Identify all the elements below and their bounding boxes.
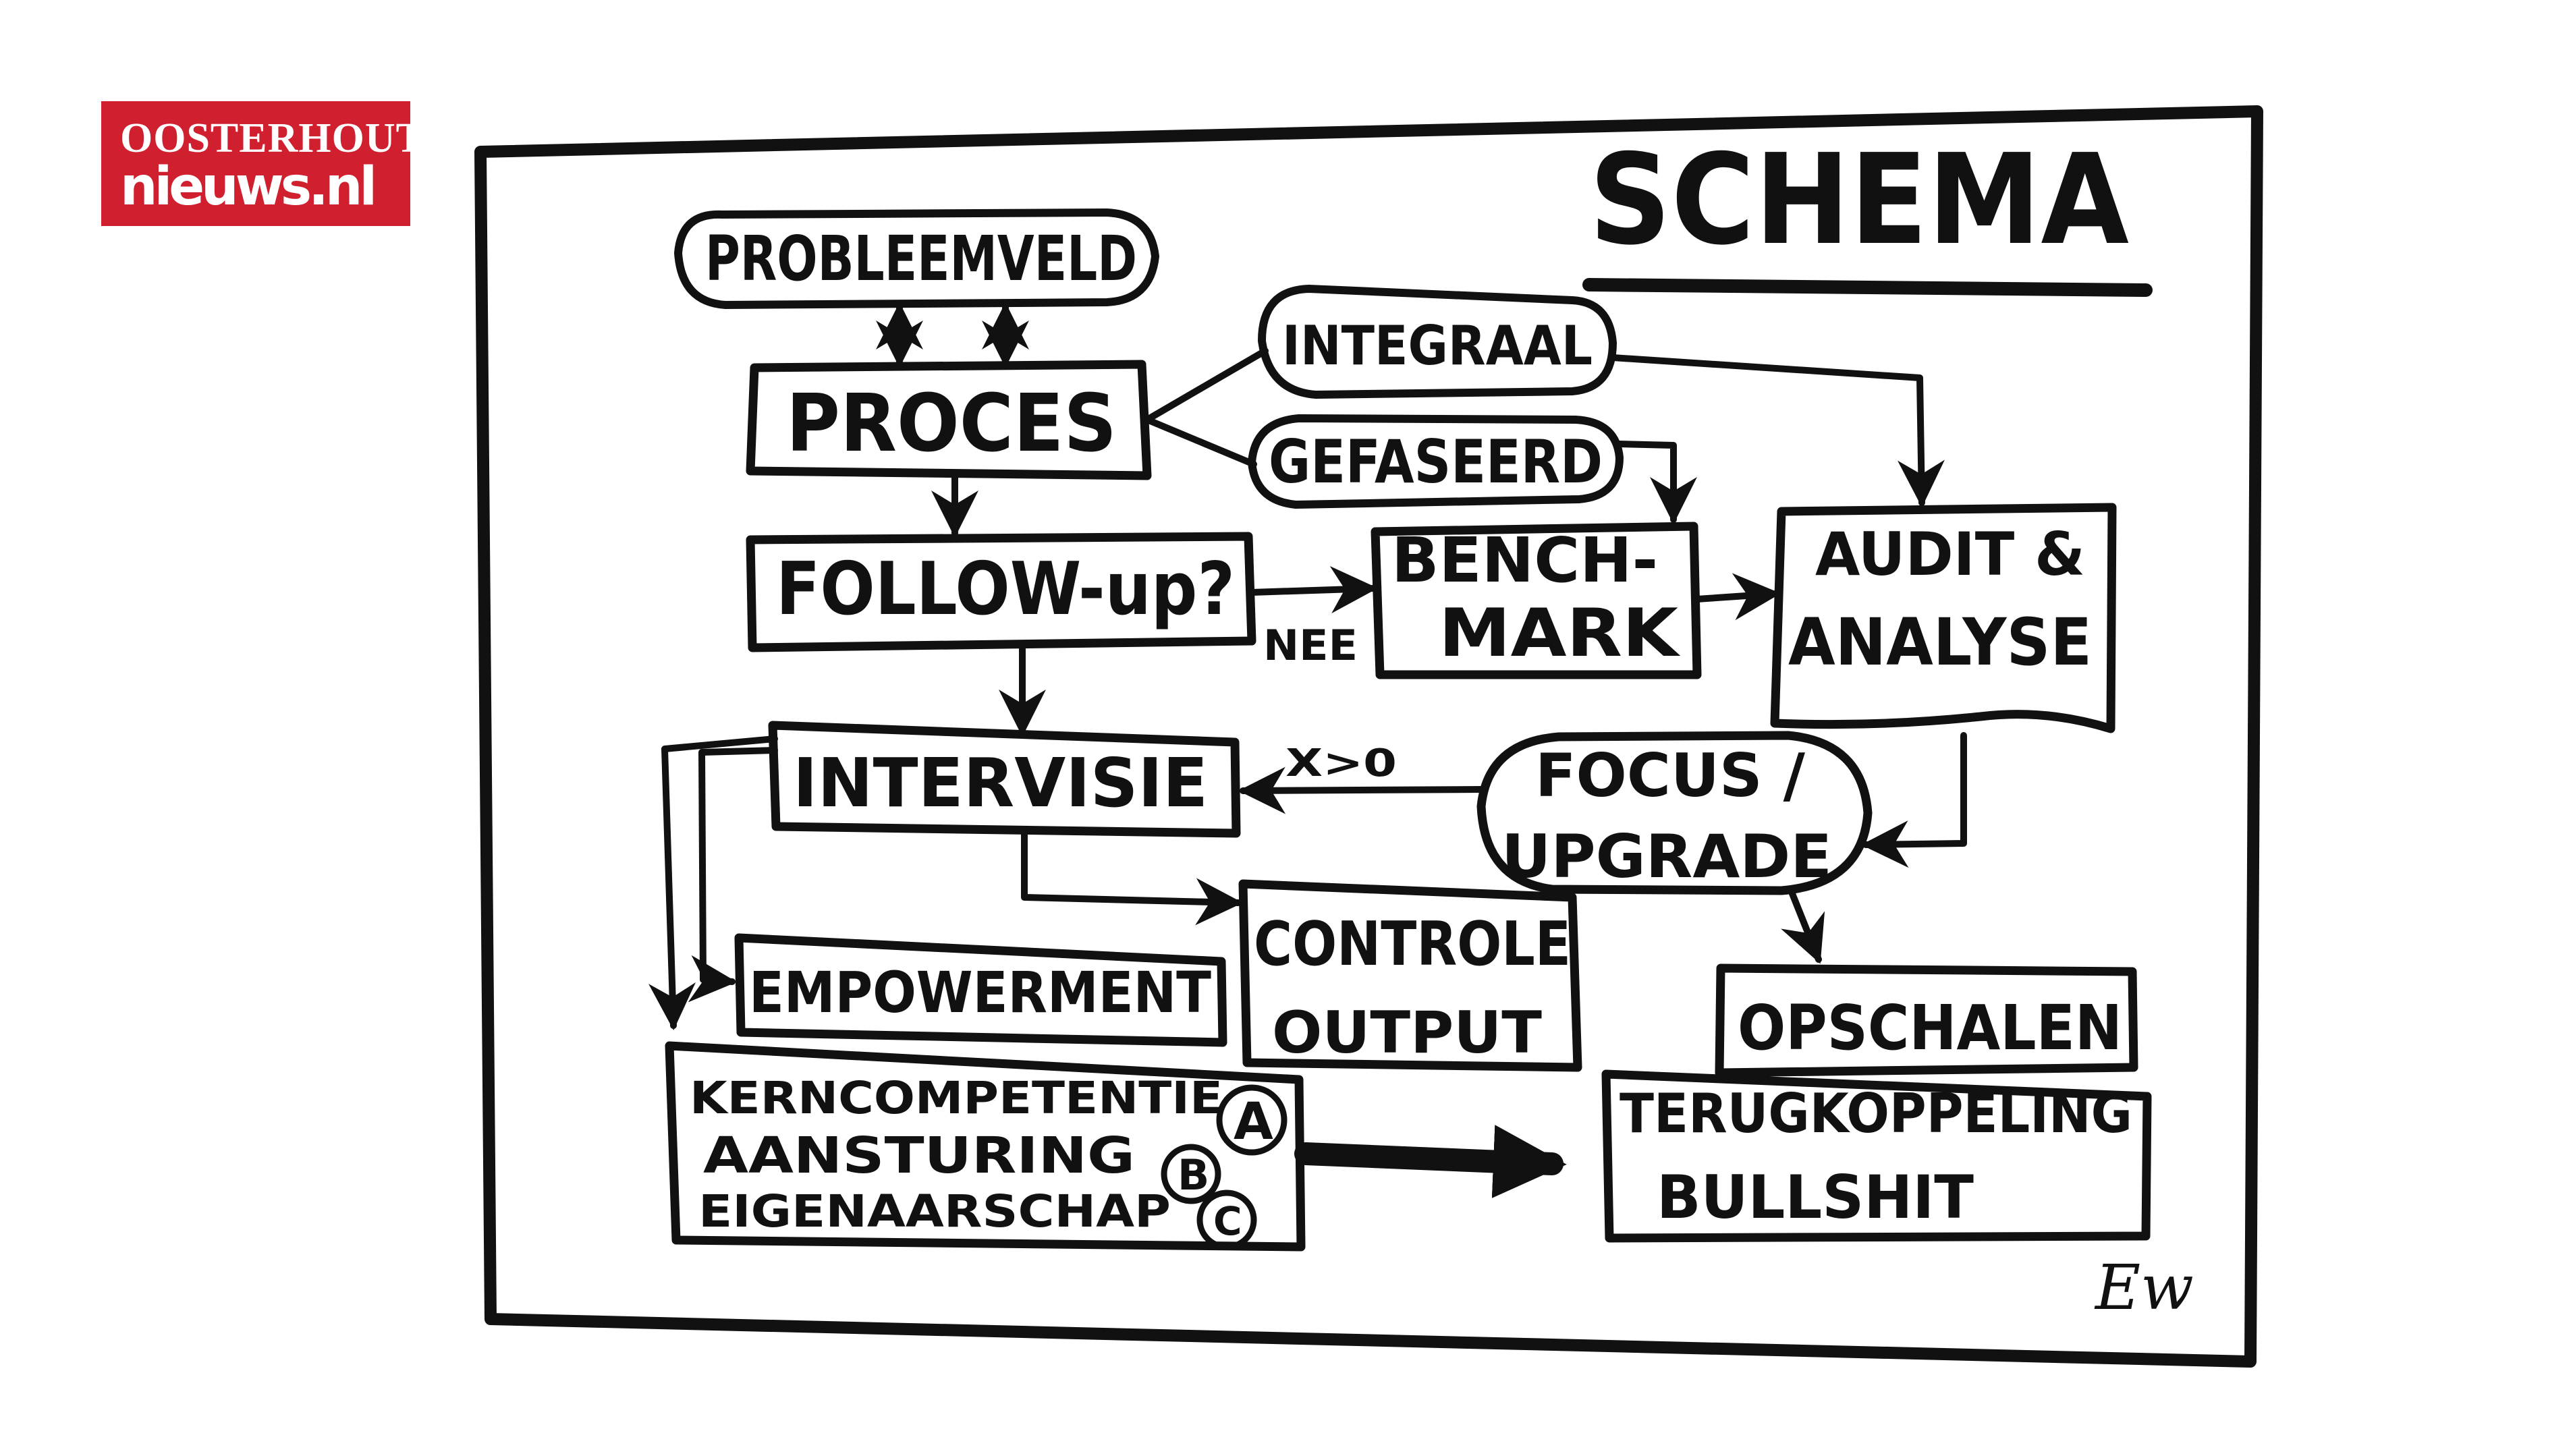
node-probleemveld: PROBLEEMVELD [674,208,1159,309]
diagram-title: SCHEMA [1589,127,2129,273]
svg-text:EMPOWERMENT: EMPOWERMENT [749,959,1211,1026]
svg-text:UPGRADE: UPGRADE [1501,822,1832,891]
node-follow-up: FOLLOW-up? [746,532,1256,652]
node-terugkoppeling-bullshit: TERUGKOPPELING BULLSHIT [1601,1069,2152,1243]
svg-text:A: A [1234,1091,1273,1151]
svg-text:B: B [1178,1150,1209,1200]
edge-kern-terugkoppeling [1294,1125,1567,1198]
edge-intervisie-kern [648,735,778,1030]
logo-line-2: nieuws.nl [120,157,377,217]
edge-label-x-gt-0: X>0 [1285,741,1397,785]
edge-focus-intervisie [1238,766,1485,814]
edge-audit-focus [1861,732,1967,868]
title-underline [1582,278,2153,297]
svg-text:AANSTURING: AANSTURING [703,1127,1135,1185]
edge-benchmark-audit [1694,573,1781,621]
edge-proces-integraal [1144,347,1269,423]
edge-integraal-audit [1609,354,1945,507]
logo-line-1: OOSTERHOUT. [120,115,433,161]
edge-intervisie-controle [1021,830,1243,926]
node-controle-output: CONTROLE OUTPUT [1238,879,1582,1072]
svg-text:OUTPUT: OUTPUT [1272,999,1542,1067]
outer-frame [474,105,2263,1368]
svg-text:PROCES: PROCES [786,376,1117,470]
marker-c: C [1196,1189,1257,1250]
svg-text:FOLLOW-up?: FOLLOW-up? [776,547,1235,632]
svg-text:PROBLEEMVELD: PROBLEEMVELD [705,223,1137,295]
node-integraal: INTEGRAAL [1258,285,1617,399]
artist-signature: Ew [2094,1252,2194,1324]
svg-text:C: C [1213,1198,1242,1244]
node-audit-analyse: AUDIT & ANALYSE [1770,503,2117,733]
svg-text:BENCH-: BENCH- [1391,524,1658,596]
svg-text:FOCUS /: FOCUS / [1535,741,1806,810]
marker-b: B [1161,1144,1221,1204]
edge-gefaseerd-benchmark [1616,441,1697,524]
svg-text:ANALYSE: ANALYSE [1788,605,2092,680]
svg-text:BULLSHIT: BULLSHIT [1657,1163,1974,1232]
node-focus-upgrade: FOCUS / UPGRADE [1476,731,1873,895]
node-gefaseerd: GEFASEERD [1248,414,1624,509]
svg-text:INTERVISIE: INTERVISIE [793,744,1208,822]
edge-intervisie-empowerment [688,747,778,1003]
svg-text:MARK: MARK [1439,595,1680,672]
edge-followup-benchmark [1248,566,1378,614]
svg-text:TERUGKOPPELING: TERUGKOPPELING [1620,1082,2132,1145]
node-proces: PROCES [746,360,1152,480]
svg-text:KERNCOMPETENTIE: KERNCOMPETENTIE [690,1072,1223,1124]
marker-a: A [1216,1084,1288,1156]
svg-text:OPSCHALEN: OPSCHALEN [1738,992,2122,1064]
svg-text:EIGENAARSCHAP: EIGENAARSCHAP [698,1185,1171,1237]
node-opschalen: OPSCHALEN [1715,963,2138,1077]
svg-text:AUDIT &: AUDIT & [1815,520,2085,589]
node-kern-aansturing-eigenaarschap: KERNCOMPETENTIE AANSTURING EIGENAARSCHAP [665,1041,1306,1252]
edge-focus-opschalen [1781,889,1825,964]
edge-proces-gefaseerd [1144,416,1257,468]
node-empowerment: EMPOWERMENT [734,933,1227,1047]
svg-text:INTEGRAAL: INTEGRAAL [1282,314,1593,377]
brand-logo: OOSTERHOUT. nieuws.nl [101,101,433,226]
node-benchmark: BENCH- MARK [1371,522,1702,679]
edge-label-nee: NEE [1263,621,1358,670]
node-intervisie: INTERVISIE [768,721,1241,838]
svg-text:CONTROLE: CONTROLE [1254,909,1571,980]
svg-text:GEFASEERD: GEFASEERD [1269,427,1603,497]
